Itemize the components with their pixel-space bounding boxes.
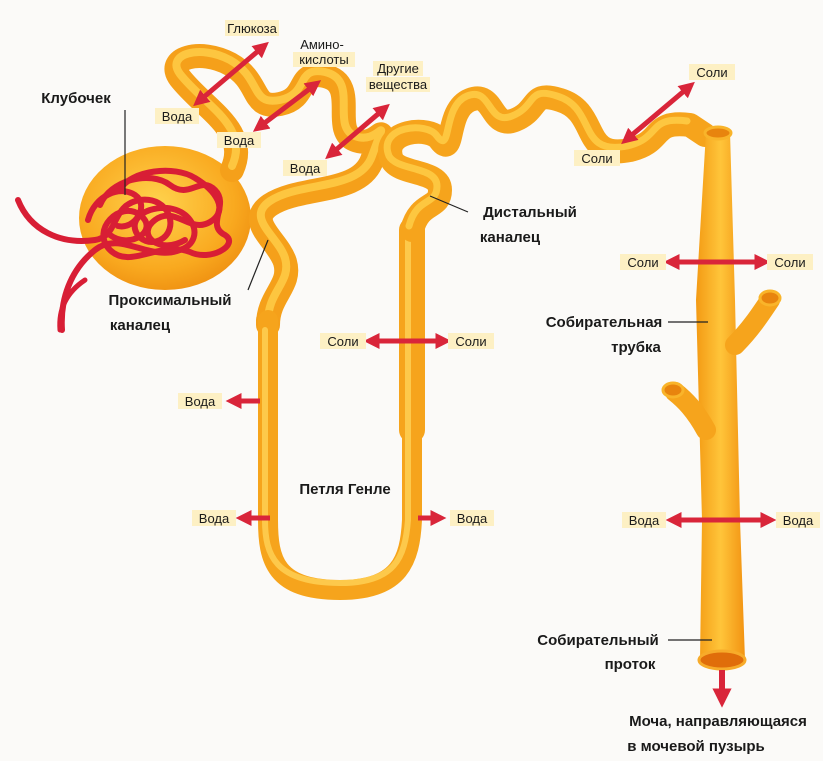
tag-water-3: Вода: [290, 161, 321, 176]
tag-salt-loop-left: Соли: [327, 334, 358, 349]
tag-water-1: Вода: [162, 109, 193, 124]
label-glomerulus: Клубочек: [41, 90, 111, 107]
tag-water-collect-left: Вода: [629, 513, 660, 528]
tag-water-2: Вода: [224, 133, 255, 148]
tag-salt-top-right: Соли: [696, 65, 727, 80]
collecting-tube-main: [696, 132, 745, 660]
label-distal-2: каналец: [480, 229, 541, 246]
label-collecting-tube-2: трубка: [611, 339, 661, 356]
label-collecting-duct-2: проток: [605, 656, 656, 673]
label-collecting-duct-1: Собирательный: [537, 632, 659, 649]
tag-water-desc-2: Вода: [199, 511, 230, 526]
loop-of-henle: [268, 320, 412, 590]
tag-salt-mid-left: Соли: [627, 255, 658, 270]
label-urine-1: Моча, направляющаяся: [629, 713, 807, 730]
tube-opening-top: [705, 127, 731, 139]
tag-other-2: вещества: [369, 77, 428, 92]
tag-water-collect-right: Вода: [783, 513, 814, 528]
collecting-duct: [663, 127, 780, 700]
branch-opening-right: [760, 291, 780, 305]
label-proximal-1: Проксимальный: [108, 292, 231, 309]
tag-salt-top-left: Соли: [581, 151, 612, 166]
label-proximal-2: каналец: [110, 317, 171, 334]
tag-salt-mid-right: Соли: [774, 255, 805, 270]
label-collecting-tube-1: Собирательная: [546, 314, 663, 331]
tag-amino-1: Амино-: [300, 37, 344, 52]
tag-water-asc: Вода: [457, 511, 488, 526]
tag-amino-2: кислоты: [299, 52, 348, 67]
collecting-branch-right: [735, 300, 770, 345]
label-distal-1: Дистальный: [483, 204, 577, 221]
tag-glucose: Глюкоза: [227, 21, 278, 36]
label-urine-2: в мочевой пузырь: [627, 738, 765, 755]
tag-water-desc-1: Вода: [185, 394, 216, 409]
branch-opening-left: [663, 383, 683, 397]
tag-other-1: Другие: [377, 61, 419, 76]
tag-salt-loop-right: Соли: [455, 334, 486, 349]
duct-opening-bottom: [699, 651, 745, 669]
label-loop: Петля Генле: [299, 481, 390, 498]
proximal-pointer: [248, 240, 268, 290]
